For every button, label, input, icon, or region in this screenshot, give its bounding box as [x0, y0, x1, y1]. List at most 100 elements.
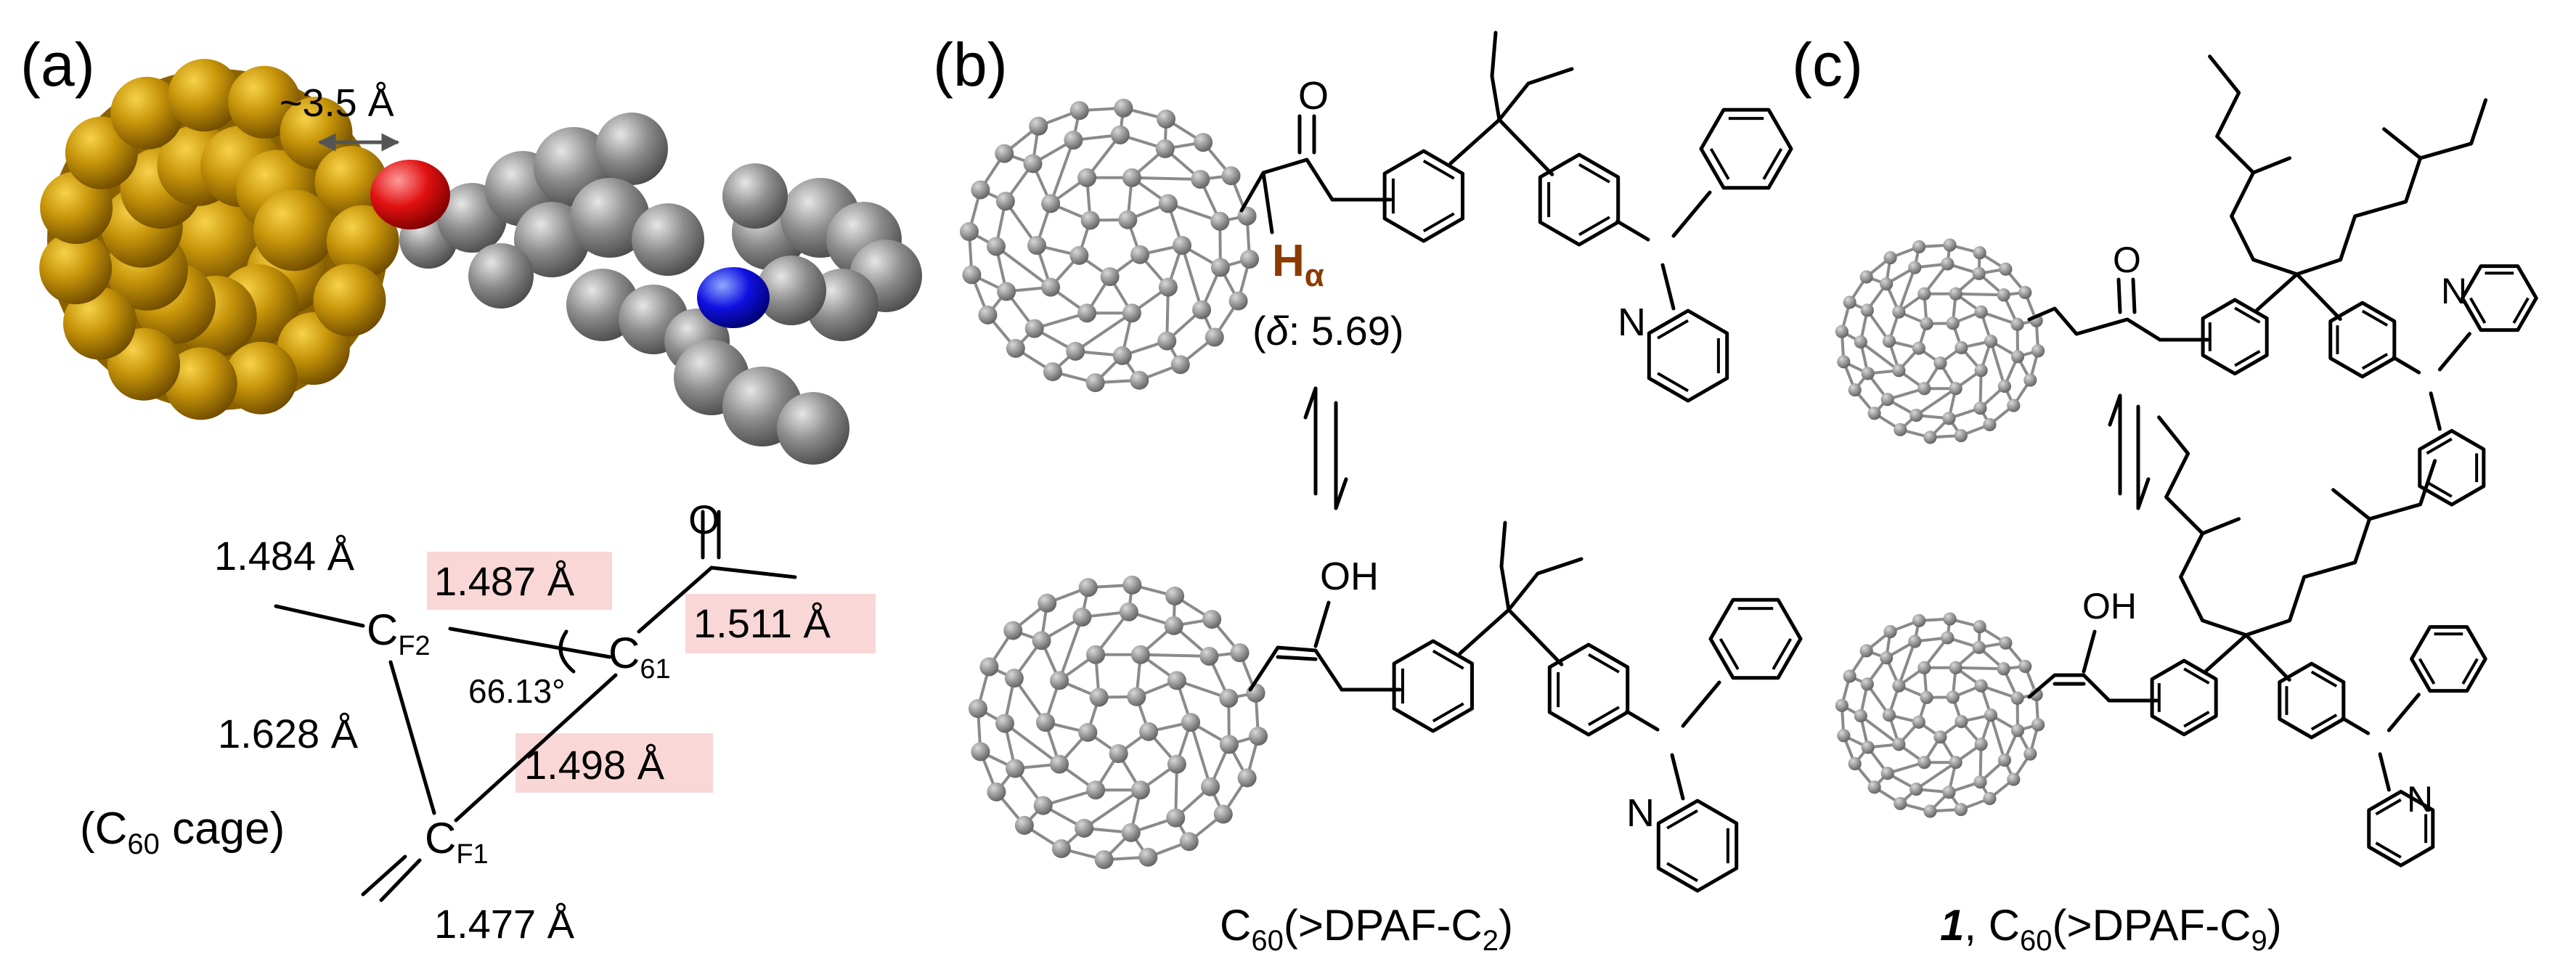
cage-atom [1946, 317, 1960, 330]
cage-atom [1973, 401, 1987, 415]
cage-atom [1861, 740, 1875, 754]
cage-atom [1983, 791, 1997, 806]
cage-atom [1997, 753, 2012, 767]
atom-n-b-top: N [1618, 301, 1646, 344]
cage-atom [1837, 355, 1851, 369]
atom-oh-c: OH [2082, 586, 2137, 627]
cage-atom [1038, 593, 1057, 613]
cage-atom [1027, 236, 1046, 255]
cage-atom [1006, 759, 1025, 778]
cage-atom [1973, 246, 1986, 260]
cage-atom [1892, 305, 1906, 319]
c60-sphere [314, 145, 388, 219]
cage-atom [1210, 211, 1230, 231]
bond-cf1-bottom-2 [379, 858, 422, 902]
bond-co-methyl [709, 566, 797, 579]
cage-atom [1882, 334, 1896, 348]
cage-atom [1954, 428, 1968, 443]
cage-atom [1955, 340, 1968, 355]
space-filling-model [39, 59, 922, 465]
cage-atom [1179, 832, 1199, 852]
cage-atom [2023, 747, 2037, 761]
cage-atom [1848, 756, 1862, 771]
cage-atom [1974, 738, 1988, 751]
cage-atom [1130, 370, 1149, 390]
cage-atom [1219, 735, 1239, 754]
cage-atom [995, 192, 1015, 211]
atom-n-c-bottom: N [2407, 779, 2433, 820]
dpaf-c2-bottom [1340, 521, 1803, 893]
cage-atom [1908, 261, 1922, 274]
cage-atom [2010, 317, 2024, 331]
cage-atom [1861, 367, 1875, 380]
c60-cage-spheres [39, 59, 399, 420]
cage-atom [1085, 373, 1105, 393]
h-alpha-label: Hα [1272, 236, 1324, 293]
cage-atom [1917, 756, 1931, 770]
highlight-1498 [515, 733, 713, 793]
cage-atom [1194, 133, 1213, 152]
benzene-ring [1708, 597, 1803, 680]
c60-sphere [326, 205, 399, 278]
cage-atom [1892, 364, 1906, 378]
cage-atom [1835, 325, 1849, 338]
cage-atom [1892, 738, 1906, 751]
c60-sphere [39, 232, 113, 305]
cage-atom [1158, 277, 1178, 297]
oxygen-atom [370, 160, 450, 229]
cage-atom [1164, 616, 1183, 635]
label-1487: 1.487 Å [434, 558, 575, 604]
dpaf-c9-top [2158, 54, 2538, 507]
cage-atom [1892, 679, 1906, 693]
c60-ball-stick-bottom-c [1835, 612, 2045, 818]
label-1498: 1.498 Å [524, 742, 665, 788]
cage-atom [1912, 240, 1926, 254]
cage-atom [1043, 362, 1062, 382]
label-1511: 1.511 Å [693, 600, 831, 646]
cage-atom [1843, 669, 1856, 683]
cage-atom [1246, 683, 1265, 703]
cage-atom [2010, 691, 2024, 705]
cage-atom [1213, 804, 1233, 824]
panel-a: (a) ~3.5 Å O 1.48 [20, 30, 922, 947]
side-chain-spheres [399, 113, 922, 465]
cage-atom [1941, 631, 1955, 645]
cage-atom [1880, 393, 1894, 407]
panel-b: (b) O Hα (δ: 5.69) N O [933, 30, 1803, 957]
cage-atom [1999, 262, 2013, 276]
cage-atom [1050, 754, 1069, 774]
cage-atom [1949, 382, 1962, 396]
cage-atom [1860, 303, 1874, 317]
cage-atom [987, 782, 1006, 801]
cage-atom [1230, 643, 1250, 663]
cage-atom [2018, 659, 2032, 674]
c60-cage-label: (C60 cage) [80, 804, 285, 860]
bonds-cyclopropane-enol-c [2027, 673, 2111, 703]
label-1628: 1.628 Å [218, 711, 359, 756]
cage-atom [1837, 729, 1851, 743]
cage-atom [1908, 634, 1922, 648]
cage-atom [1835, 698, 1849, 712]
cage-atom [2031, 718, 2045, 732]
cage-atom [1086, 780, 1106, 800]
benzene-ring [1538, 152, 1621, 247]
cage-atom [995, 714, 1015, 733]
c60-sphere [224, 341, 298, 415]
cage-atom [1094, 850, 1114, 870]
bond-c-oh-b [1313, 600, 1331, 648]
cage-atom [1848, 383, 1862, 397]
cage-atom [1854, 709, 1867, 723]
cage-atom [1170, 355, 1190, 375]
cage-atom [2007, 399, 2021, 412]
cage-atom [1240, 249, 1260, 269]
atom-n-c-top: N [2441, 271, 2467, 311]
nitrogen-atom [697, 267, 770, 328]
bond-cf1-c61 [454, 673, 618, 823]
cage-atom [1883, 624, 1897, 639]
benzene-ring [2278, 661, 2346, 740]
bond-cf1-bottom-1 [361, 854, 407, 897]
bond-c61-co [637, 566, 714, 634]
cage-atom [1032, 631, 1051, 650]
cage-atom [1894, 423, 1907, 436]
